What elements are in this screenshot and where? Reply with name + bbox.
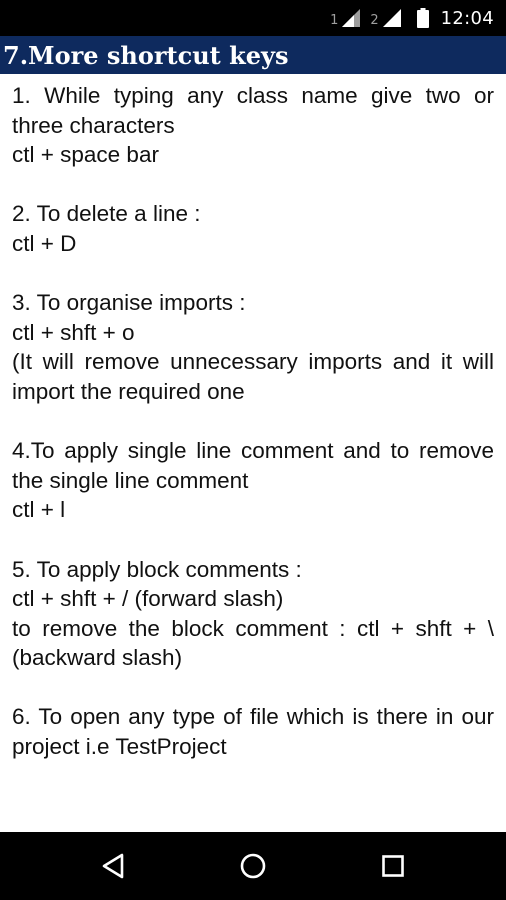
item-line: 5. To apply block comments : bbox=[12, 556, 302, 582]
item-line: ctl + shft + o bbox=[12, 319, 135, 345]
item-line: ctl + l bbox=[12, 497, 66, 523]
recents-button[interactable] bbox=[376, 849, 410, 883]
list-item: 2. To delete a line : ctl + D bbox=[12, 199, 494, 258]
item-line: 3. To organise imports : bbox=[12, 290, 246, 316]
sim1-label: 1 bbox=[330, 13, 339, 28]
title-bar: 7.More shortcut keys bbox=[0, 36, 506, 74]
list-item: 5. To apply block comments : ctl + shft … bbox=[12, 555, 494, 673]
item-line: 6. To open any type of file which is the… bbox=[12, 704, 494, 760]
list-item: 1. While typing any class name give two … bbox=[12, 81, 494, 170]
back-button[interactable] bbox=[96, 849, 130, 883]
home-button[interactable] bbox=[236, 849, 270, 883]
item-line: 2. To delete a line : bbox=[12, 201, 201, 227]
navigation-bar bbox=[0, 832, 506, 900]
item-line: ctl + space bar bbox=[12, 142, 159, 168]
battery-icon bbox=[416, 8, 429, 28]
signal-icon bbox=[382, 9, 401, 27]
back-icon bbox=[102, 853, 124, 879]
list-item: 4.To apply single line comment and to re… bbox=[12, 436, 494, 525]
recents-icon bbox=[382, 855, 404, 877]
status-bar: 1 2 12:04 bbox=[0, 0, 506, 36]
list-item: 6. To open any type of file which is the… bbox=[12, 702, 494, 761]
sim1-signal: 1 bbox=[330, 8, 362, 28]
home-icon bbox=[240, 853, 266, 879]
status-time: 12:04 bbox=[440, 7, 494, 29]
content-area[interactable]: 1. While typing any class name give two … bbox=[0, 74, 506, 832]
item-line: 4.To apply single line comment and to re… bbox=[12, 438, 494, 493]
sim2-label: 2 bbox=[370, 13, 379, 28]
sim2-signal: 2 bbox=[370, 8, 402, 28]
status-icons: 1 2 12:04 bbox=[330, 0, 494, 36]
item-line: to remove the block comment : ctl + shft… bbox=[12, 615, 494, 671]
signal-icon bbox=[342, 9, 361, 27]
page-title: 7.More shortcut keys bbox=[3, 40, 289, 70]
list-item: 3. To organise imports : ctl + shft + o … bbox=[12, 288, 494, 406]
item-line: ctl + shft + / (forward slash) bbox=[12, 586, 284, 612]
item-line: 1. While typing any class name give two … bbox=[12, 83, 494, 138]
item-line: (It will remove unnecessary imports and … bbox=[12, 349, 494, 404]
item-line: ctl + D bbox=[12, 230, 77, 256]
